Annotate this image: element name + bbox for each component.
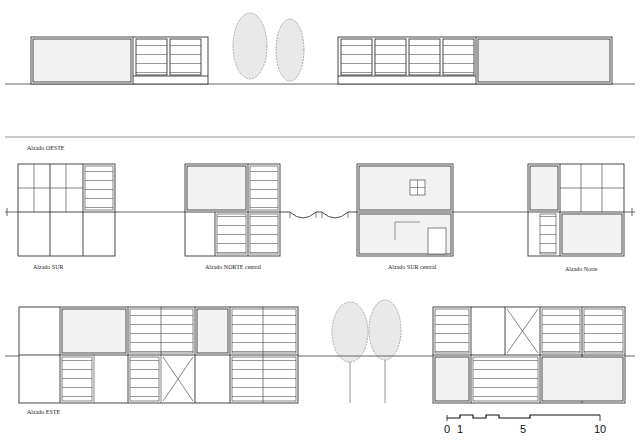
scale-bar	[447, 415, 600, 421]
elevation-title: Alzado NORTE central	[205, 264, 261, 270]
elevation-title: Alzado OESTE	[27, 145, 65, 151]
elevation-title: Alzado SUR central	[388, 264, 436, 270]
scale-number: 10	[594, 424, 606, 435]
tree-trunks	[350, 360, 385, 403]
elevation-title: Alzado Norte	[565, 266, 598, 272]
elevation-title: Alzado ESTE	[27, 409, 60, 415]
scale-number: 0	[444, 424, 450, 435]
scale-number: 1	[457, 424, 463, 435]
elevation-title: Alzado SUR	[33, 264, 64, 270]
east-elevation	[5, 307, 635, 403]
middle-elevations	[5, 164, 635, 256]
west-elevation	[5, 37, 635, 137]
scale-number: 5	[520, 424, 526, 435]
